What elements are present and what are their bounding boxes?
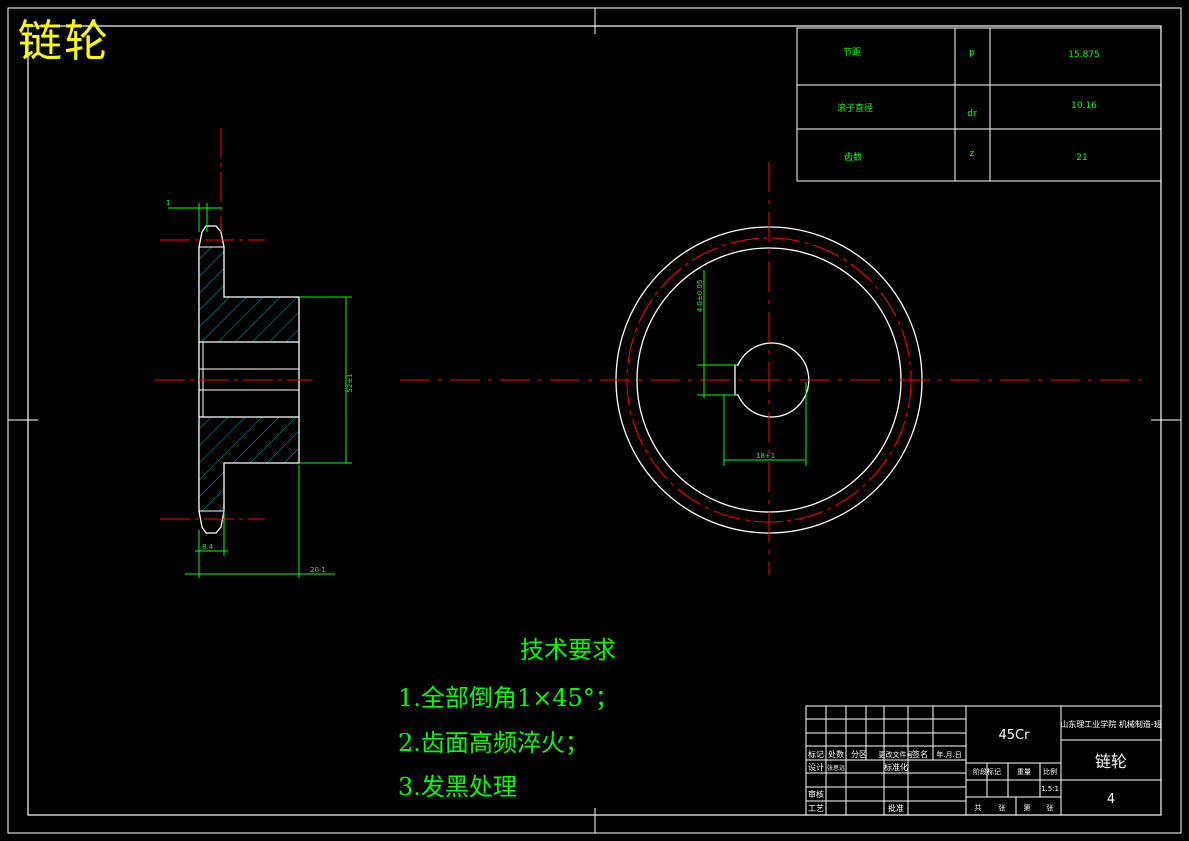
param-name-1: 滚子直径 <box>837 102 873 114</box>
tb-stage-label: 阶段标记 <box>973 767 1001 776</box>
tech-requirements-heading: 技术要求 <box>520 636 616 664</box>
front-view <box>400 162 1143 575</box>
tb-sheet-3: 张 <box>1047 803 1054 812</box>
tb-process-label: 工艺 <box>808 804 824 813</box>
section-dimension-text: 1 52±1 8.4 20-1 <box>166 199 354 574</box>
param-symbol-2: z <box>970 149 975 159</box>
front-dimension-text: 4.0±0.05 18+1 <box>696 280 775 460</box>
tb-sheet-2: 第 <box>1024 803 1031 812</box>
tb-drawing-no: 4 <box>1107 792 1115 807</box>
title-block <box>805 705 1162 816</box>
tb-approve-label: 批准 <box>888 803 904 813</box>
dim-tooth-thickness: 8.4 <box>202 543 214 551</box>
tech-requirement-item: 1.全部倒角1×45°； <box>398 684 619 712</box>
front-dimensions <box>697 270 807 466</box>
tb-header-0: 标记 <box>808 749 824 759</box>
drawing-frame <box>7 7 1182 834</box>
dim-bore: 18+1 <box>756 452 775 460</box>
param-symbol-0: p <box>969 48 975 58</box>
tb-designer: 张思远 <box>827 764 845 772</box>
section-view <box>155 128 312 534</box>
param-name-2: 齿数 <box>844 151 862 163</box>
dim-hub-diameter: 52±1 <box>346 373 354 392</box>
tb-sheet-1: 张 <box>999 803 1006 812</box>
tb-header-2: 分区 <box>851 750 867 759</box>
tb-material: 45Cr <box>999 728 1031 743</box>
param-name-0: 节距 <box>843 47 861 58</box>
tb-scale-label: 比例 <box>1043 767 1057 776</box>
tb-standardization: 标准化 <box>884 762 908 772</box>
param-table <box>796 27 1162 182</box>
tb-header-3: 更改文件号 <box>879 750 914 759</box>
tb-sheet-0: 共 <box>975 803 982 812</box>
section-dimensions <box>168 203 352 578</box>
tb-header-5: 年.月.日 <box>936 750 961 759</box>
drawing-title: 链轮 <box>18 16 110 67</box>
tb-part-name: 链轮 <box>1095 752 1127 771</box>
param-value-0: 15.875 <box>1068 50 1100 60</box>
tech-requirement-item: 2.齿面高频淬火； <box>398 729 589 757</box>
dim-key-depth: 4.0±0.05 <box>696 280 704 313</box>
param-table-text: 节距 p 15.875 滚子直径 dr 10.16 齿数 z 21 <box>837 47 1100 163</box>
tech-requirement-item: 3.发黑处理 <box>398 773 517 801</box>
tb-header-1: 处数 <box>828 749 844 759</box>
dim-hub-length: 20-1 <box>310 566 326 574</box>
dim-side-tooth-width: 1 <box>166 199 170 207</box>
tb-check-label: 审核 <box>808 789 824 799</box>
param-symbol-1: dr <box>967 109 977 119</box>
tb-header-4: 签名 <box>912 749 928 759</box>
param-value-2: 21 <box>1076 153 1087 163</box>
title-block-text: 标记 处数 分区 更改文件号 签名 年.月.日 设计 张思远 标准化 审核 工艺… <box>808 719 1162 813</box>
tb-school: 山东理工业学院 机械制造-班 <box>1060 719 1161 729</box>
tb-scale-value: 1.5:1 <box>1041 785 1059 793</box>
tb-weight-label: 重量 <box>1017 768 1031 776</box>
tb-design-label: 设计 <box>808 762 824 772</box>
param-value-1: 10.16 <box>1071 101 1097 111</box>
